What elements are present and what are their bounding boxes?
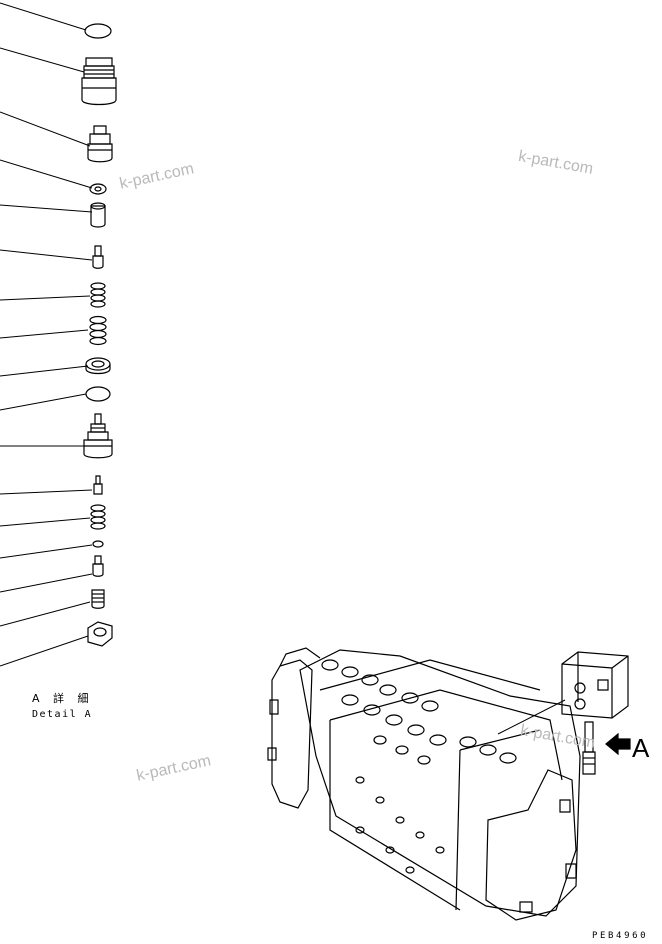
poppet-part — [93, 475, 103, 495]
lock-nut-part — [87, 621, 113, 647]
leader-line — [0, 47, 85, 73]
leader-line — [0, 111, 91, 147]
o-ring-part — [85, 386, 111, 402]
leader-line — [0, 159, 93, 189]
leader-line — [0, 544, 93, 559]
leader-line — [0, 2, 87, 31]
leader-line — [0, 204, 93, 213]
detail-label-en: Detail A — [32, 709, 93, 720]
leader-line — [0, 249, 93, 261]
leader-line — [0, 573, 93, 593]
o-ring-small-part — [92, 540, 104, 548]
adjust-screw-part — [91, 589, 105, 609]
piston-housing-part — [87, 125, 113, 163]
leader-lines — [0, 2, 93, 667]
port-bosses — [321, 659, 517, 874]
view-marker-label: A — [632, 733, 650, 763]
o-ring-part — [84, 23, 112, 39]
small-ring-part — [89, 183, 107, 195]
detail-a-component — [497, 651, 629, 775]
leader-line — [0, 393, 87, 411]
leader-line — [0, 329, 89, 339]
seat-part — [92, 555, 104, 577]
parts-stack — [81, 23, 117, 647]
leader-line — [0, 601, 91, 627]
control-valve-assembly — [267, 647, 581, 921]
drawing-code: PEB4960 — [592, 931, 649, 941]
spring-part — [90, 504, 106, 530]
detail-label-jp: A 詳 細 — [32, 692, 94, 705]
leader-line — [0, 635, 89, 667]
relief-valve-body-part — [83, 413, 113, 459]
spring-part — [90, 282, 106, 308]
piston-part — [92, 245, 104, 269]
leader-line — [0, 489, 93, 495]
sleeve-part — [90, 202, 106, 228]
leader-line — [0, 365, 89, 377]
leader-line — [0, 517, 91, 527]
spring-part — [89, 315, 107, 346]
plug-part — [81, 57, 117, 106]
view-arrow — [605, 732, 631, 756]
washer-part — [85, 357, 111, 375]
leader-line — [0, 295, 91, 301]
